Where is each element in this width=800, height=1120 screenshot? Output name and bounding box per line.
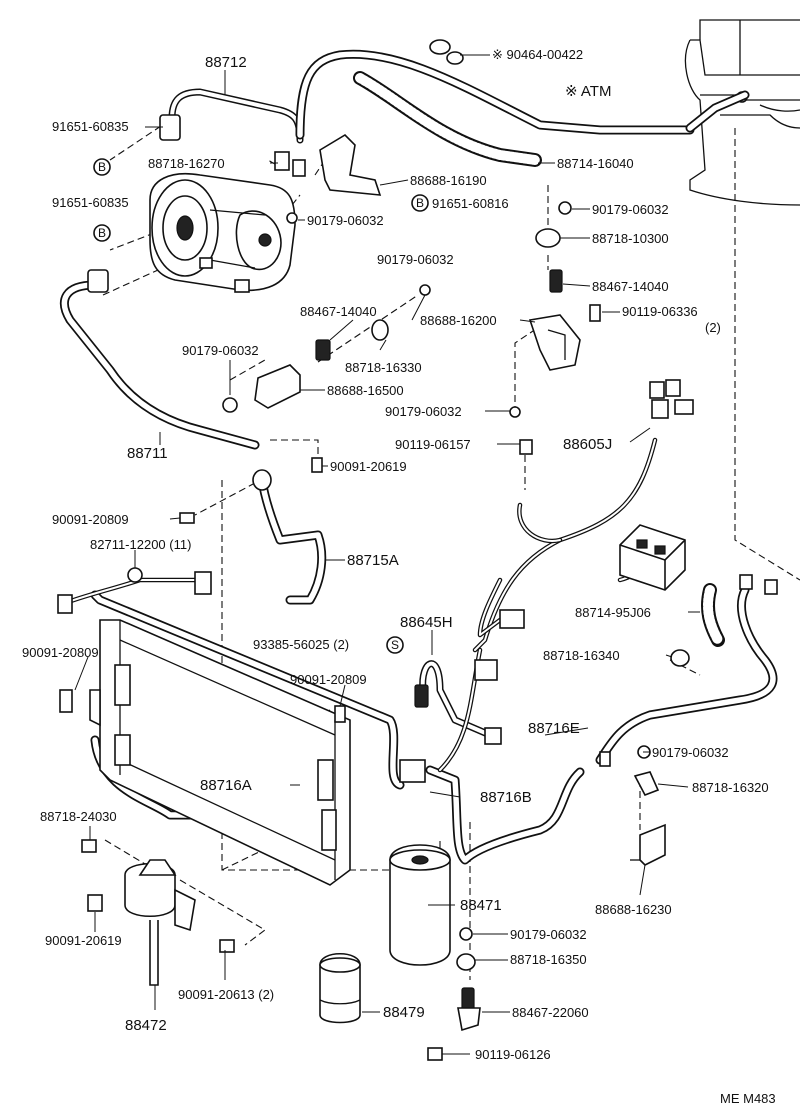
leader-lines xyxy=(74,54,700,1055)
label-91651-60835-a: 91651-60835 xyxy=(52,119,129,134)
label-88467-14040-b: 88467-14040 xyxy=(300,304,377,319)
label-88714-16040: 88714-16040 xyxy=(557,156,634,171)
label-88716b: 88716B xyxy=(480,789,532,806)
label-88715a: 88715A xyxy=(347,552,399,569)
compressor xyxy=(87,114,296,293)
label-88712: 88712 xyxy=(205,54,247,71)
label-90091-20809-a: 90091-20809 xyxy=(52,512,129,527)
label-88718-10300: 88718-10300 xyxy=(592,231,669,246)
label-90179-06032-f: 90179-06032 xyxy=(652,745,729,760)
label-88645h: 88645H xyxy=(400,614,453,631)
connectors xyxy=(57,379,694,783)
label-88688-16190: 88688-16190 xyxy=(410,173,487,188)
receiver-dryer xyxy=(389,844,451,966)
label-91651-60816: 91651-60816 xyxy=(432,196,509,211)
label-88472: 88472 xyxy=(125,1017,167,1034)
receiver-cover xyxy=(319,953,361,1024)
label-90119-06336: 90119-06336 xyxy=(622,304,698,319)
bracket-88688-16230 xyxy=(630,823,666,866)
label-90179-06032-d: 90179-06032 xyxy=(182,343,259,358)
label-88718-16320: 88718-16320 xyxy=(692,780,769,795)
label-88718-16270: 88718-16270 xyxy=(148,156,225,171)
label-88688-16230: 88688-16230 xyxy=(595,902,672,917)
label-88471: 88471 xyxy=(460,897,502,914)
label-88688-16200: 88688-16200 xyxy=(420,313,497,328)
marker-b-1: B xyxy=(98,160,106,174)
label-88605j: 88605J xyxy=(563,436,612,453)
markers: B B B S xyxy=(93,158,429,654)
corrugated-hoses xyxy=(353,71,725,647)
label-90091-20613: 90091-20613 (2) xyxy=(178,987,274,1002)
label-diagram-code: ME M483 xyxy=(720,1091,776,1106)
label-82711-12200: 82711-12200 (11) xyxy=(90,537,191,552)
label-88718-16330: 88718-16330 xyxy=(345,360,422,375)
label-90179-06032-a: 90179-06032 xyxy=(592,202,669,217)
label-88711: 88711 xyxy=(127,445,168,462)
label-atm: ※ ATM xyxy=(565,83,611,100)
bracket-88688-16190 xyxy=(319,133,382,196)
label-88688-16500: 88688-16500 xyxy=(327,383,404,398)
label-90091-20809-c: 90091-20809 xyxy=(290,672,367,687)
label-90179-06032-c: 90179-06032 xyxy=(377,252,454,267)
label-88467-14040-a: 88467-14040 xyxy=(592,279,669,294)
label-90119-06126: 90119-06126 xyxy=(475,1047,551,1062)
relay-module xyxy=(619,524,686,591)
label-91651-60835-b: 91651-60835 xyxy=(52,195,129,210)
pressure-switches xyxy=(315,269,563,1032)
label-90179-06032-e: 90179-06032 xyxy=(385,404,462,419)
label-88718-24030: 88718-24030 xyxy=(40,809,117,824)
engine-outline xyxy=(684,19,800,206)
label-88467-22060: 88467-22060 xyxy=(512,1005,589,1020)
label-88479: 88479 xyxy=(383,1004,425,1021)
label-88718-16350: 88718-16350 xyxy=(510,952,587,967)
label-88716e: 88716E xyxy=(528,720,580,737)
part-labels: 88712 ※ 90464-00422 ※ ATM 91651-60835 88… xyxy=(22,47,776,1106)
marker-b-2: B xyxy=(98,226,106,240)
label-93385-56025: 93385-56025 (2) xyxy=(253,637,349,652)
bracket-88688-16500 xyxy=(254,364,301,409)
bracket-88688-16200 xyxy=(528,314,581,371)
label-90464-00422: ※ 90464-00422 xyxy=(492,47,583,62)
marker-b-3: B xyxy=(416,196,424,210)
marker-s-1: S xyxy=(391,638,399,652)
label-90119-06336-qty: (2) xyxy=(705,320,721,335)
bracket-88472 xyxy=(124,859,196,986)
label-90179-06032-b: 90179-06032 xyxy=(307,213,384,228)
label-88718-16340: 88718-16340 xyxy=(543,648,620,663)
label-90091-20809-b: 90091-20809 xyxy=(22,645,99,660)
label-90179-06032-g: 90179-06032 xyxy=(510,927,587,942)
label-90091-20619-b: 90091-20619 xyxy=(45,933,122,948)
condenser xyxy=(89,619,351,886)
label-90091-20619-a: 90091-20619 xyxy=(330,459,407,474)
label-88716a: 88716A xyxy=(200,777,252,794)
label-88714-95j06: 88714-95J06 xyxy=(575,605,651,620)
label-90119-06157: 90119-06157 xyxy=(395,437,471,452)
